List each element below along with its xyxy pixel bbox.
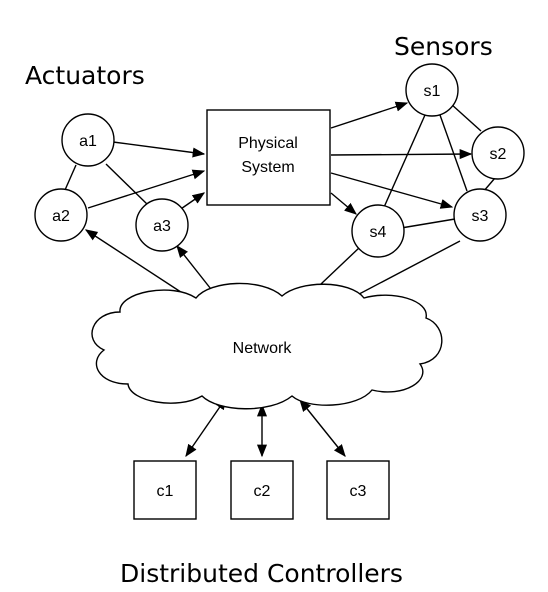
sensor-node-s1: s1 xyxy=(405,63,459,117)
controller-label-c2: c2 xyxy=(254,483,271,500)
actuator-node-a3: a3 xyxy=(135,198,189,252)
actuator-label-a2: a2 xyxy=(52,208,70,225)
physical-system-label-line1: Physical xyxy=(238,135,298,152)
arrow-a2-to-physical-system xyxy=(87,169,206,209)
physical-system-node: Physical System xyxy=(206,109,331,206)
network-label: Network xyxy=(233,340,293,357)
arrow-network-to-a2 xyxy=(84,229,191,299)
controller-node-c2: c2 xyxy=(230,460,294,520)
sensors-label: Sensors xyxy=(394,32,493,61)
sensor-label-s4: s4 xyxy=(370,224,387,241)
arrow-s3-to-network xyxy=(342,240,461,303)
sensor-label-s2: s2 xyxy=(490,146,507,163)
sensor-node-s3: s3 xyxy=(453,188,507,242)
arrow-physical-system-to-s3 xyxy=(330,172,454,209)
physical-system-label-line2: System xyxy=(241,159,294,176)
controller-label-c1: c1 xyxy=(157,483,174,500)
actuator-node-a1: a1 xyxy=(61,113,115,167)
controller-node-c1: c1 xyxy=(133,460,197,520)
arrow-network-c3 xyxy=(299,399,346,457)
arrow-physical-system-to-s2 xyxy=(330,149,473,160)
link-s1-s4 xyxy=(380,114,426,215)
sensor-node-s4: s4 xyxy=(351,204,405,258)
arrow-physical-system-to-s1 xyxy=(330,101,409,129)
distributed-controllers-label: Distributed Controllers xyxy=(120,559,403,588)
link-a1-a3 xyxy=(105,163,149,206)
directed-arrows xyxy=(84,101,473,458)
controller-node-c3: c3 xyxy=(326,460,390,520)
sensor-label-s1: s1 xyxy=(424,83,441,100)
undirected-links xyxy=(64,103,496,229)
actuator-label-a1: a1 xyxy=(79,133,97,150)
arrow-a1-to-physical-system xyxy=(112,141,206,158)
link-s1-s2 xyxy=(450,103,482,132)
arrow-network-c1 xyxy=(185,396,227,458)
arrow-physical-system-to-s4 xyxy=(330,192,357,215)
controller-label-c3: c3 xyxy=(350,483,367,500)
link-a1-a2 xyxy=(64,164,77,191)
actuator-node-a2: a2 xyxy=(34,188,88,242)
link-s1-s3 xyxy=(439,114,468,192)
actuators-label: Actuators xyxy=(25,61,145,90)
link-s3-s4 xyxy=(400,218,456,229)
sensor-node-s2: s2 xyxy=(471,126,525,180)
sensor-label-s3: s3 xyxy=(472,208,489,225)
network-cloud: Network xyxy=(91,282,443,410)
actuator-label-a3: a3 xyxy=(153,218,171,235)
